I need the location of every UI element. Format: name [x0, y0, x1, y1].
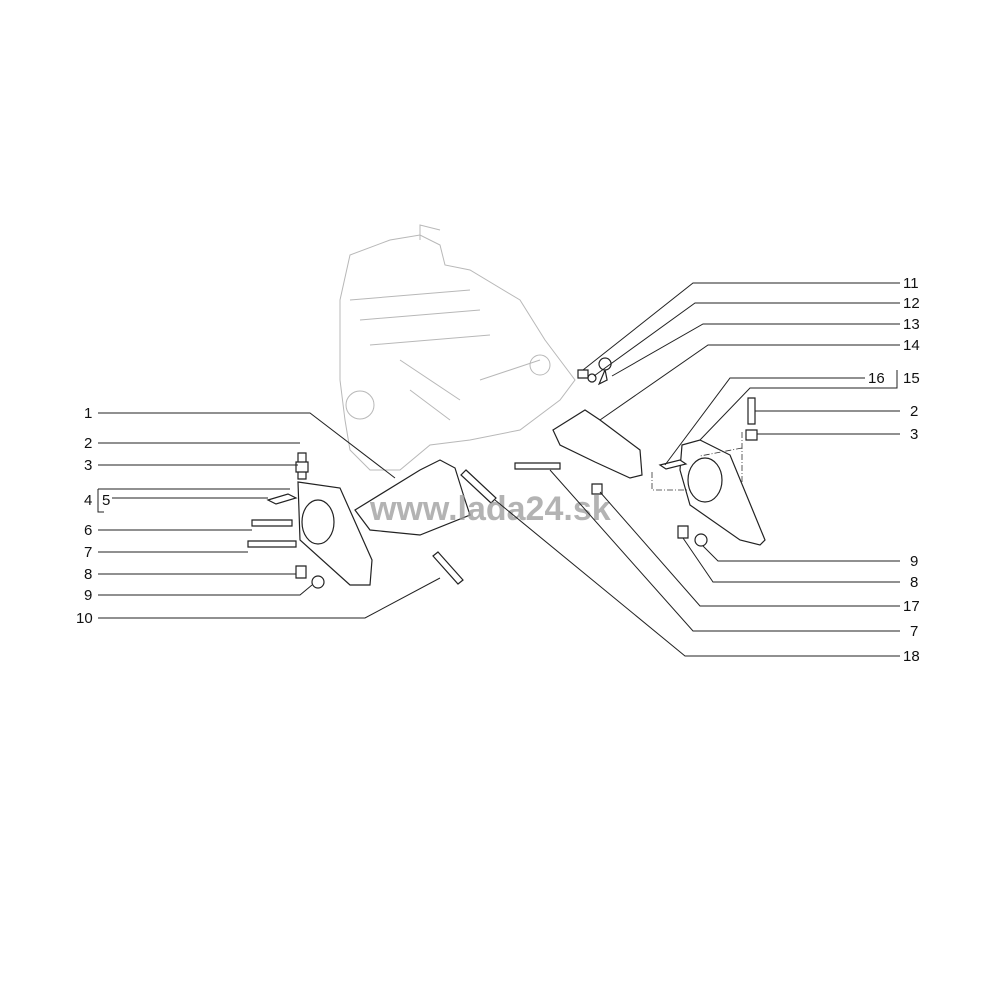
bracket-13 — [597, 357, 612, 386]
left-callouts: 1 2 3 4 5 6 7 8 9 10 — [76, 405, 110, 627]
callout-6: 6 — [84, 522, 92, 539]
nut-3-right — [745, 429, 758, 441]
bolt-10 — [432, 551, 464, 585]
left-leader-lines — [97, 412, 441, 619]
bolt-6 — [251, 519, 293, 527]
callout-16: 16 — [868, 370, 885, 387]
clip-16 — [658, 459, 688, 470]
bolt-18 — [460, 469, 497, 504]
callout-12: 12 — [903, 295, 920, 312]
callout-4: 4 — [84, 492, 92, 509]
right-callouts: 11 12 13 14 16 15 2 3 9 8 17 7 18 — [868, 275, 920, 665]
watermark: www.lada24.sk — [369, 490, 611, 528]
callout-8: 8 — [84, 566, 92, 583]
bolt-11 — [577, 369, 589, 379]
callout-7: 7 — [84, 544, 92, 561]
callout-11: 11 — [903, 275, 919, 292]
stud-2-right — [747, 397, 756, 425]
callout-3-right: 3 — [910, 426, 918, 443]
callout-14: 14 — [903, 337, 920, 354]
callout-2: 2 — [84, 435, 92, 452]
callout-8-right: 8 — [910, 574, 918, 591]
washer-9-left — [311, 575, 325, 589]
callout-9-right: 9 — [910, 553, 918, 570]
bolt-7-right — [514, 462, 561, 470]
callout-10: 10 — [76, 610, 93, 627]
callout-7-right: 7 — [910, 623, 918, 640]
callout-15: 15 — [903, 370, 920, 387]
callout-5: 5 — [102, 492, 110, 509]
callout-2-right: 2 — [910, 403, 918, 420]
left-support-bracket — [354, 459, 471, 536]
callout-13: 13 — [903, 316, 920, 333]
left-mount-assembly — [247, 452, 497, 589]
callout-18: 18 — [903, 648, 920, 665]
callout-17: 17 — [903, 598, 920, 615]
bolt-8-right — [677, 525, 689, 539]
callout-1: 1 — [84, 405, 92, 422]
washer-9-right — [694, 533, 708, 547]
clip-5-left — [266, 493, 298, 505]
right-leader-lines — [494, 282, 900, 657]
engine-outline — [339, 224, 576, 471]
nut-3-left — [295, 461, 309, 473]
callout-9: 9 — [84, 587, 92, 604]
bolt-8-left — [295, 565, 307, 579]
right-mount-assembly — [514, 357, 766, 547]
callout-3: 3 — [84, 457, 92, 474]
bolt-7 — [247, 540, 297, 548]
right-support-bracket-14 — [552, 409, 643, 479]
